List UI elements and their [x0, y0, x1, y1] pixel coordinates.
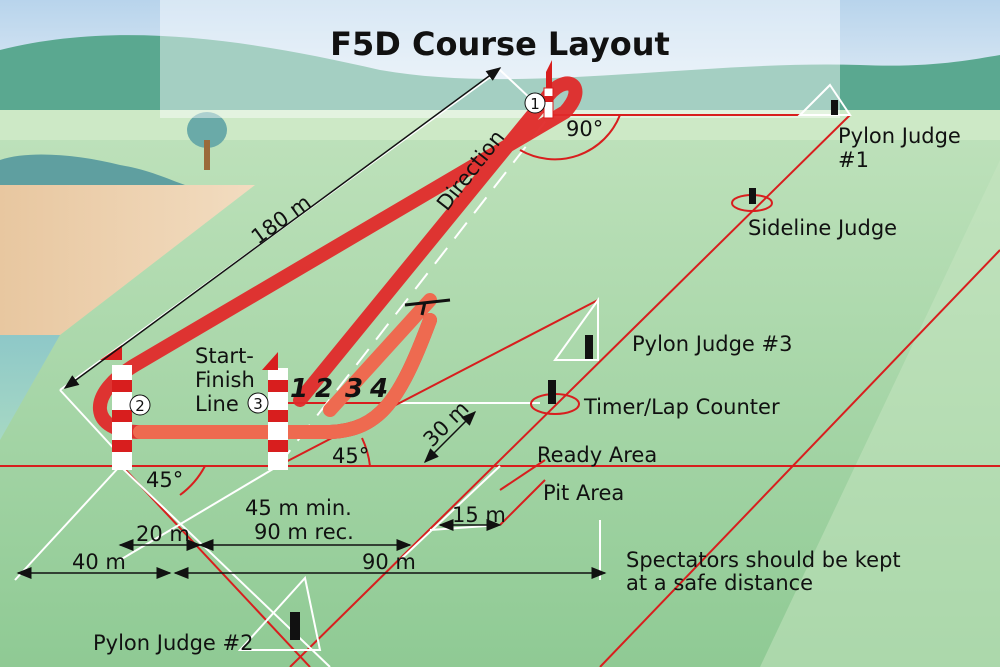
pylon-judge-1-label: Pylon Judge [838, 124, 961, 148]
dimension-arrows [16, 67, 607, 579]
pylon-1: 1 [524, 60, 554, 119]
pylon-judge-2-icon [290, 612, 300, 640]
pylon-judge-2-label: Pylon Judge #2 [93, 631, 253, 655]
dim-40: 40 m [72, 550, 126, 574]
dim-20: 20 m [136, 522, 190, 546]
pylon-judge-3-icon [585, 335, 593, 359]
pylon-judge-1-icon [831, 100, 838, 115]
pylon-1-label: 1 [530, 95, 540, 113]
water-area [0, 335, 60, 440]
page-title: F5D Course Layout [330, 25, 670, 63]
ready-area-label: Ready Area [537, 443, 657, 467]
lane-4: 4 [369, 374, 388, 404]
dim-15: 15 m [452, 503, 506, 527]
timer-icon [548, 380, 556, 404]
dim-45-min: 45 m min. [245, 496, 352, 520]
sideline-judge-icon [749, 188, 756, 204]
pylon-judge-1-number: #1 [838, 148, 869, 172]
pylon-3-label: 3 [253, 395, 263, 413]
lane-2: 2 [315, 374, 333, 404]
sideline-judge-label: Sideline Judge [748, 216, 897, 240]
pit-area-label: Pit Area [543, 481, 624, 505]
spectators-label-2: at a safe distance [626, 571, 813, 595]
lane-1: 1 [290, 374, 308, 404]
dim-90: 90 m [362, 550, 416, 574]
angle-90: 90° [566, 117, 603, 141]
angle-45-left: 45° [146, 468, 183, 492]
start-finish-label-3: Line [195, 392, 239, 416]
timer-label: Timer/Lap Counter [583, 395, 780, 419]
dim-90-rec: 90 m rec. [254, 520, 354, 544]
pylon-judge-3-label: Pylon Judge #3 [632, 332, 792, 356]
pylon-2-label: 2 [135, 397, 145, 415]
spectators-label-1: Spectators should be kept [626, 548, 901, 572]
lane-3: 3 [345, 374, 363, 404]
start-finish-label-1: Start- [195, 344, 254, 368]
angle-45-right: 45° [332, 444, 369, 468]
start-finish-label-2: Finish [195, 368, 255, 392]
